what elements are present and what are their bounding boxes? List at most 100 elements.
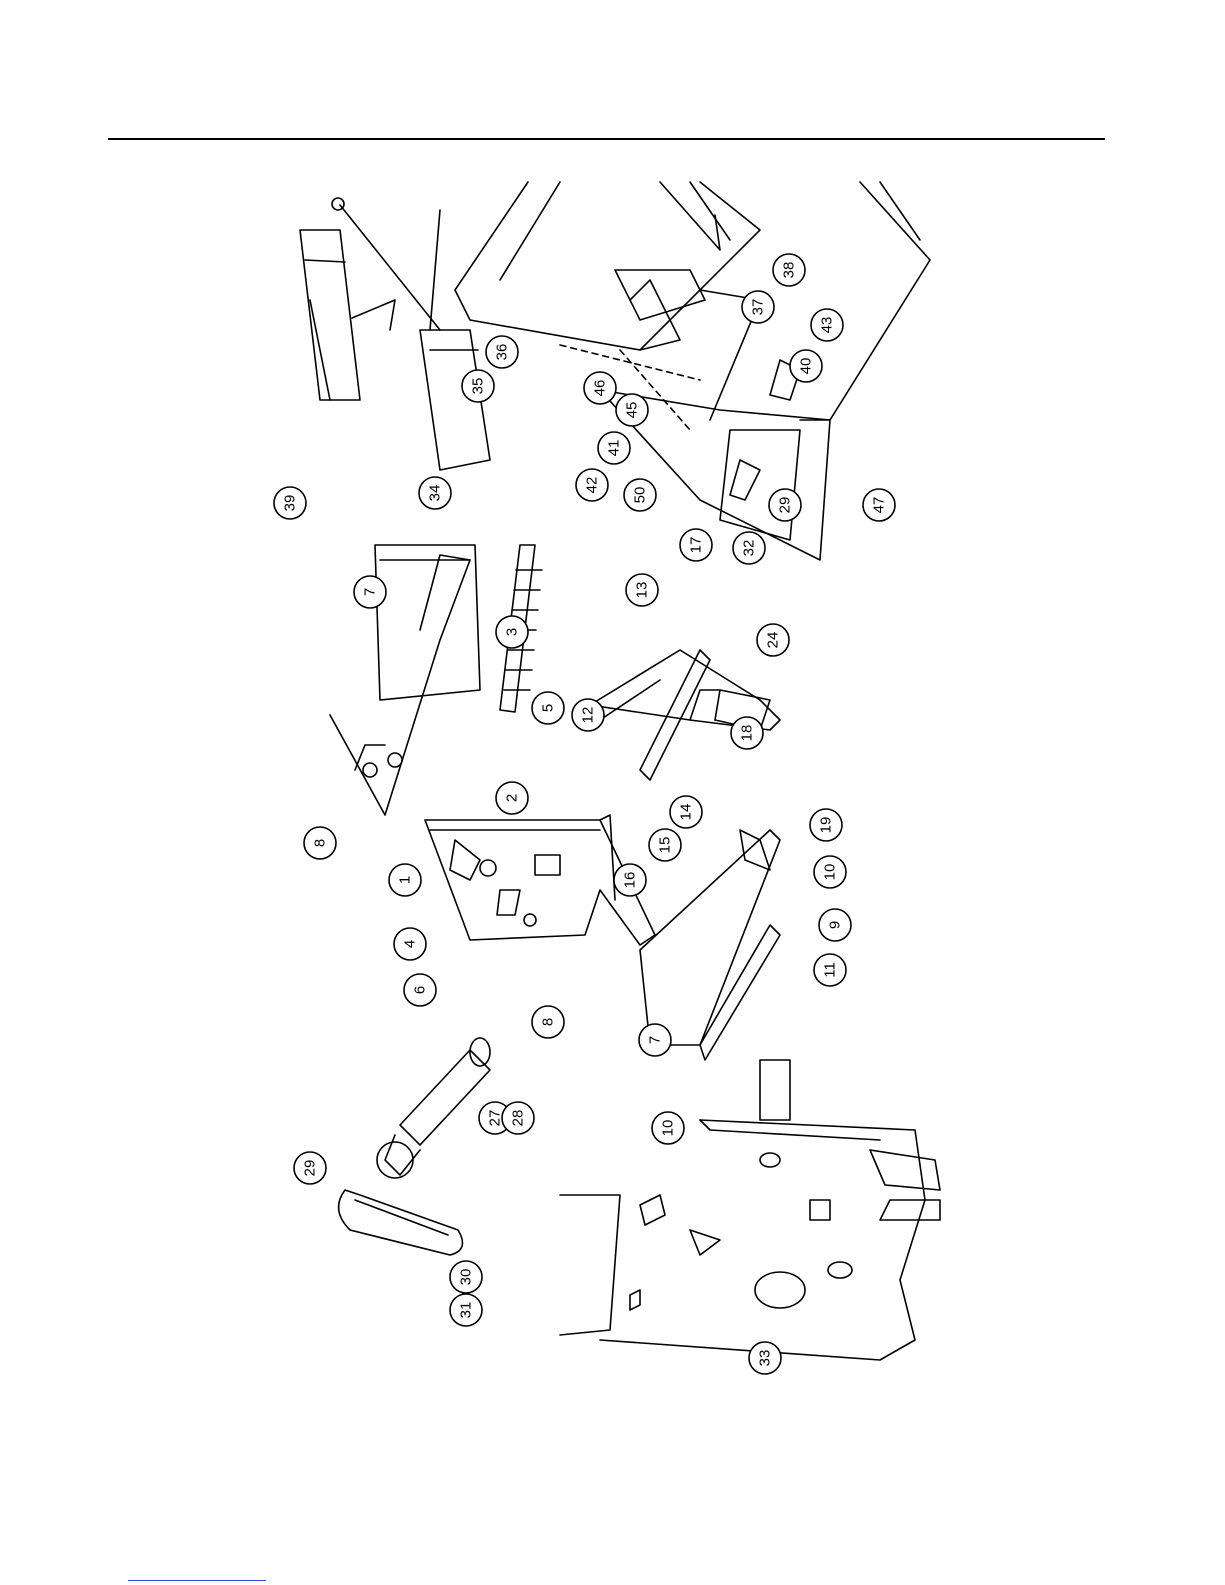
callout-c38: 38 xyxy=(773,254,805,286)
callout-label: 43 xyxy=(819,317,836,334)
callout-c39: 39 xyxy=(274,487,306,519)
callout-label: 6 xyxy=(412,986,429,994)
callout-c1: 1 xyxy=(389,864,421,896)
callout-c7b: 7 xyxy=(639,1024,671,1056)
callout-c31: 31 xyxy=(450,1294,482,1326)
callout-label: 29 xyxy=(302,1160,319,1177)
callout-c15: 15 xyxy=(649,829,681,861)
cabinet-drawing xyxy=(455,182,930,560)
callout-c12: 12 xyxy=(572,699,604,731)
callout-label: 10 xyxy=(822,864,839,881)
callout-label: 34 xyxy=(427,485,444,502)
callout-label: 38 xyxy=(781,262,798,279)
callout-label: 8 xyxy=(312,839,329,847)
callout-label: 11 xyxy=(822,962,839,978)
callout-label: 7 xyxy=(362,588,379,596)
callout-c18: 18 xyxy=(731,717,763,749)
frame-drawing xyxy=(590,650,780,780)
callout-label: 42 xyxy=(584,477,601,494)
callout-label: 12 xyxy=(580,707,597,724)
callout-c4: 4 xyxy=(394,928,426,960)
callout-c35: 35 xyxy=(462,370,494,402)
callout-c29b: 29 xyxy=(769,489,801,521)
callout-c3: 3 xyxy=(496,616,528,648)
callout-label: 45 xyxy=(624,402,641,419)
callout-c2: 2 xyxy=(496,782,528,814)
callout-label: 15 xyxy=(657,837,674,854)
callout-c43: 43 xyxy=(811,309,843,341)
callout-c8a: 8 xyxy=(304,827,336,859)
callout-c50: 50 xyxy=(624,479,656,511)
callout-label: 32 xyxy=(741,540,758,557)
footer-link-underline xyxy=(128,1580,266,1581)
callout-c33: 33 xyxy=(749,1342,781,1374)
callout-label: 24 xyxy=(765,632,782,649)
belt-drawing xyxy=(339,1190,463,1255)
callout-label: 14 xyxy=(678,804,695,821)
callout-label: 19 xyxy=(818,817,835,834)
callout-c8b: 8 xyxy=(532,1006,564,1038)
callout-c40: 40 xyxy=(790,350,822,382)
callout-c30: 30 xyxy=(450,1261,482,1293)
lock-body-drawing xyxy=(560,1060,940,1360)
callout-c16: 16 xyxy=(614,864,646,896)
callout-label: 7 xyxy=(647,1036,664,1044)
callout-c32: 32 xyxy=(733,532,765,564)
callout-c34: 34 xyxy=(419,477,451,509)
callout-c42: 42 xyxy=(576,469,608,501)
callout-c10a: 10 xyxy=(814,856,846,888)
callout-label: 5 xyxy=(540,704,557,712)
callout-c46: 46 xyxy=(584,372,616,404)
slider-drawing xyxy=(332,198,490,470)
callout-label: 36 xyxy=(494,344,511,361)
callout-label: 18 xyxy=(739,725,756,742)
callout-label: 46 xyxy=(592,380,609,397)
callout-c11: 11 xyxy=(814,954,846,986)
callout-label: 39 xyxy=(282,495,299,512)
callout-label: 30 xyxy=(458,1269,475,1286)
callout-c17: 17 xyxy=(680,529,712,561)
upper-plate-drawing xyxy=(330,545,480,815)
callout-label: 37 xyxy=(750,299,767,316)
callout-layer: 1234567788910101112131415161718192427282… xyxy=(274,254,895,1374)
callout-label: 41 xyxy=(606,440,623,457)
callout-label: 47 xyxy=(871,497,888,514)
callout-label: 1 xyxy=(397,876,414,884)
callout-label: 2 xyxy=(504,794,521,802)
callout-label: 17 xyxy=(688,537,705,554)
callout-label: 27 xyxy=(487,1110,504,1127)
callout-c19: 19 xyxy=(810,809,842,841)
callout-label: 9 xyxy=(827,921,844,929)
callout-label: 4 xyxy=(402,940,419,948)
callout-c5: 5 xyxy=(532,692,564,724)
callout-c37: 37 xyxy=(742,291,774,323)
callout-label: 28 xyxy=(510,1110,527,1127)
callout-label: 50 xyxy=(632,487,649,504)
callout-label: 29 xyxy=(777,497,794,514)
callout-c45: 45 xyxy=(616,394,648,426)
callout-label: 33 xyxy=(757,1350,774,1367)
callout-c24: 24 xyxy=(757,624,789,656)
callout-c7a: 7 xyxy=(354,576,386,608)
callout-c36: 36 xyxy=(486,336,518,368)
callout-label: 8 xyxy=(540,1018,557,1026)
callout-label: 13 xyxy=(634,582,651,599)
motor-drawing xyxy=(377,1038,490,1178)
callout-label: 40 xyxy=(798,358,815,375)
callout-c29a: 29 xyxy=(294,1152,326,1184)
callout-c10b: 10 xyxy=(652,1112,684,1144)
callout-label: 31 xyxy=(458,1302,475,1319)
callout-label: 35 xyxy=(470,378,487,395)
callout-c47: 47 xyxy=(863,489,895,521)
callout-c6: 6 xyxy=(404,974,436,1006)
callout-c28: 28 xyxy=(502,1102,534,1134)
callout-c14: 14 xyxy=(670,796,702,828)
callout-c9: 9 xyxy=(819,909,851,941)
callout-label: 10 xyxy=(660,1120,677,1137)
callout-c41: 41 xyxy=(598,432,630,464)
callout-label: 16 xyxy=(622,872,639,889)
callout-c13: 13 xyxy=(626,574,658,606)
callout-label: 3 xyxy=(504,628,521,636)
